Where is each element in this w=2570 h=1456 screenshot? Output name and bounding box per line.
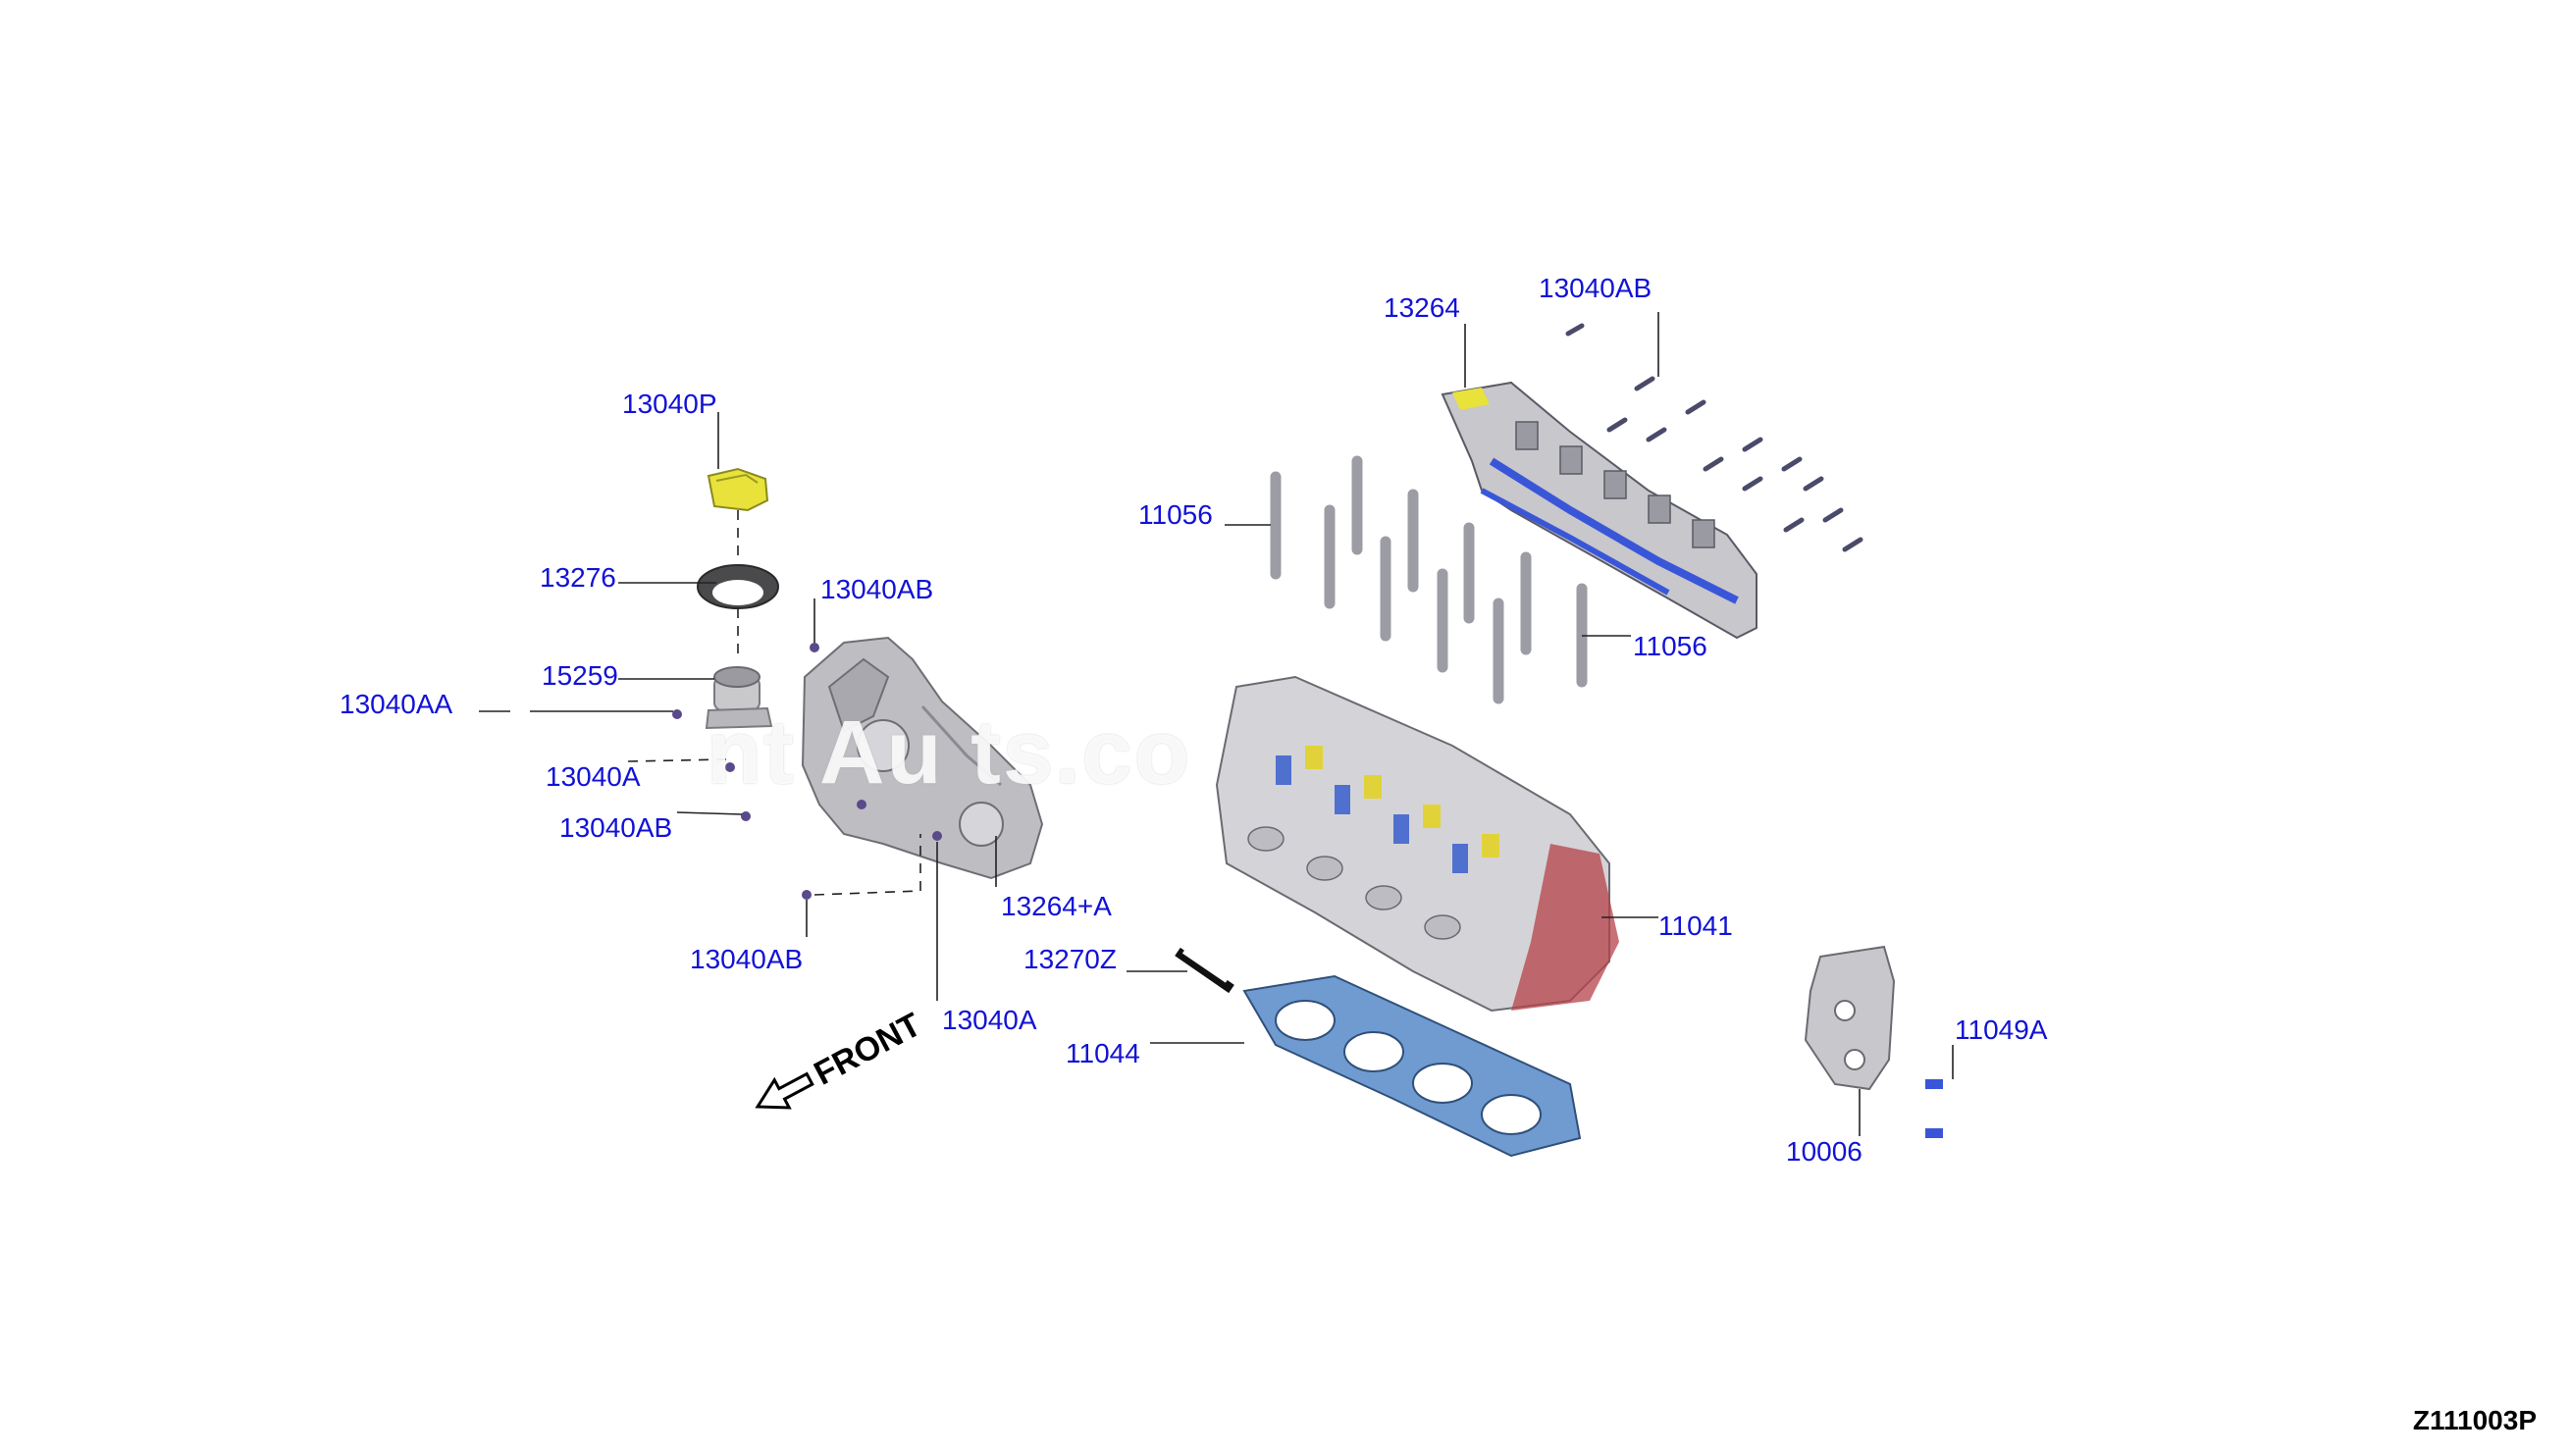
- callout-11056-right[interactable]: 11056: [1633, 631, 1707, 661]
- camshaft-carrier-13264-part: [1441, 381, 1757, 640]
- cap-13040P-part: [707, 467, 769, 512]
- callout-15259[interactable]: 15259: [542, 660, 618, 691]
- callout-13264A[interactable]: 13264+A: [1001, 891, 1112, 921]
- callout-13264[interactable]: 13264: [1384, 292, 1460, 323]
- leader-lines: [479, 312, 1954, 1136]
- seal-13270Z-part: [1175, 947, 1234, 994]
- seal-ring-13276-part: [697, 564, 779, 609]
- cylinder-head-11041-part: [1215, 675, 1619, 1013]
- callout-10006[interactable]: 10006: [1786, 1136, 1862, 1167]
- callout-13040AB-bottom-left[interactable]: 13040AB: [690, 944, 804, 974]
- callout-11056-left[interactable]: 11056: [1138, 499, 1213, 530]
- callout-13270Z[interactable]: 13270Z: [1023, 944, 1117, 974]
- callout-13276[interactable]: 13276: [540, 562, 616, 593]
- callout-13040AB-top-right[interactable]: 13040AB: [1539, 273, 1652, 303]
- timing-cover-13264A-part: [801, 636, 1044, 880]
- left-bolts-part: [672, 643, 942, 900]
- callout-13040P[interactable]: 13040P: [622, 389, 717, 419]
- callout-13040A-left[interactable]: 13040A: [546, 761, 641, 792]
- callout-13040AB-top-left[interactable]: 13040AB: [820, 574, 934, 604]
- callout-13040A-bottom[interactable]: 13040A: [942, 1005, 1037, 1035]
- diagram-id: Z111003P: [2412, 1405, 2537, 1435]
- callout-13040AA[interactable]: 13040AA: [340, 689, 453, 719]
- callout-11044[interactable]: 11044: [1066, 1038, 1140, 1068]
- carrier-bolts-part: [1565, 323, 1863, 552]
- bolts-11049A-part: [1925, 1079, 1943, 1138]
- callout-11041[interactable]: 11041: [1658, 910, 1733, 941]
- front-direction-arrow: FRONT: [755, 1006, 927, 1110]
- callout-13040AB-mid-left[interactable]: 13040AB: [559, 812, 673, 843]
- head-bolts-11056-part: [1270, 455, 1588, 704]
- bracket-10006-part: [1804, 945, 1896, 1091]
- head-gasket-11044-part: [1242, 974, 1582, 1158]
- front-label: FRONT: [809, 1006, 927, 1093]
- callout-11049A[interactable]: 11049A: [1955, 1014, 2048, 1045]
- housing-15259-part: [705, 666, 773, 730]
